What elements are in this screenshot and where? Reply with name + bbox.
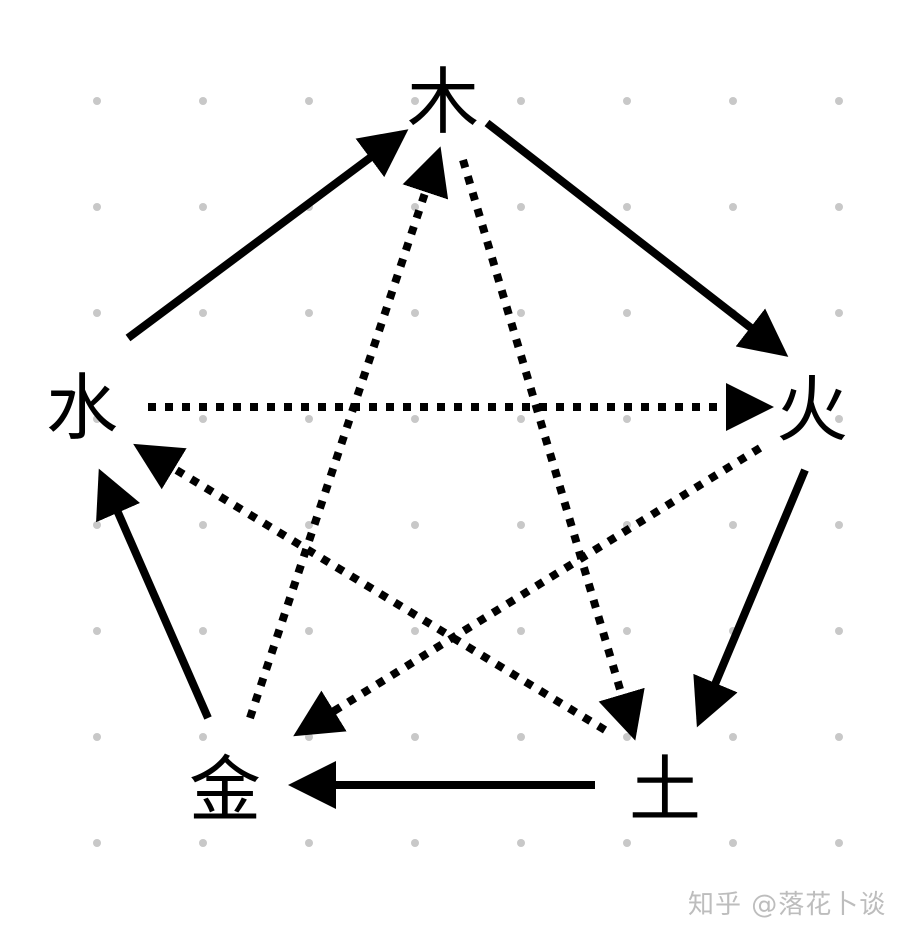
grid-dot [93, 203, 101, 211]
grid-dot [93, 521, 101, 529]
grid-dot [517, 203, 525, 211]
arrow-earth-to-water [133, 443, 608, 734]
grid-dot [623, 415, 631, 423]
arrow-metal-to-water [96, 468, 212, 720]
grid-dot [199, 203, 207, 211]
grid-dot [411, 97, 419, 105]
grid-dot [93, 309, 101, 317]
grid-dot [93, 733, 101, 741]
grid-dot [835, 839, 843, 847]
grid-dot [729, 839, 737, 847]
grid-dot [199, 733, 207, 741]
grid-dot [305, 309, 313, 317]
grid-dot [517, 839, 525, 847]
grid-dot [623, 733, 631, 741]
grid-dot [729, 733, 737, 741]
watermark: 知乎 @落花卜谈 [688, 890, 887, 920]
grid-dot [835, 203, 843, 211]
grid-dot [199, 521, 207, 529]
grid-dot [411, 839, 419, 847]
arrow-fire-to-earth [693, 468, 809, 728]
node-earth: 土 [628, 748, 702, 832]
arrow-wood-to-fire [484, 119, 789, 357]
grid-dot [305, 733, 313, 741]
arrow-wood-to-earth [459, 158, 645, 741]
grid-dot [199, 415, 207, 423]
grid-dot [199, 97, 207, 105]
grid-dot [411, 521, 419, 529]
grid-dot [517, 521, 525, 529]
grid-dot [93, 839, 101, 847]
grid-dot [835, 521, 843, 529]
grid-dot [729, 97, 737, 105]
grid-dot [517, 97, 525, 105]
grid-dot [517, 627, 525, 635]
grid-dot [411, 309, 419, 317]
grid-dot [93, 415, 101, 423]
arrow-water-to-wood [125, 129, 409, 342]
grid-dot [729, 521, 737, 529]
arrow-fire-to-metal [293, 444, 763, 737]
grid-dot [623, 203, 631, 211]
node-metal: 金 [188, 748, 262, 832]
grid-dot [305, 839, 313, 847]
grid-dot [199, 627, 207, 635]
grid-dot [623, 97, 631, 105]
grid-dot [623, 627, 631, 635]
node-fire: 火 [775, 368, 849, 452]
grid-dot [835, 627, 843, 635]
grid-dot [517, 733, 525, 741]
grid-dot [729, 415, 737, 423]
grid-dot [93, 627, 101, 635]
grid-dot [623, 839, 631, 847]
grid-dot [199, 309, 207, 317]
arrow-metal-to-wood [246, 146, 449, 720]
grid-dot [411, 733, 419, 741]
grid-dot [411, 203, 419, 211]
node-water: 水 [45, 366, 119, 450]
grid-dot [411, 627, 419, 635]
node-wood: 木 [406, 60, 480, 144]
grid-dot [517, 309, 525, 317]
grid-dot [517, 415, 525, 423]
edges [96, 119, 809, 809]
grid-dot [305, 627, 313, 635]
grid-dot [199, 839, 207, 847]
grid-dot [835, 415, 843, 423]
grid-dot [305, 415, 313, 423]
grid-dot [623, 309, 631, 317]
grid-dot [835, 309, 843, 317]
grid-dot [305, 97, 313, 105]
grid-dot [411, 415, 419, 423]
grid-dot [93, 97, 101, 105]
grid-dots [93, 97, 843, 847]
grid-dot [835, 97, 843, 105]
grid-dot [729, 203, 737, 211]
grid-dot [835, 733, 843, 741]
